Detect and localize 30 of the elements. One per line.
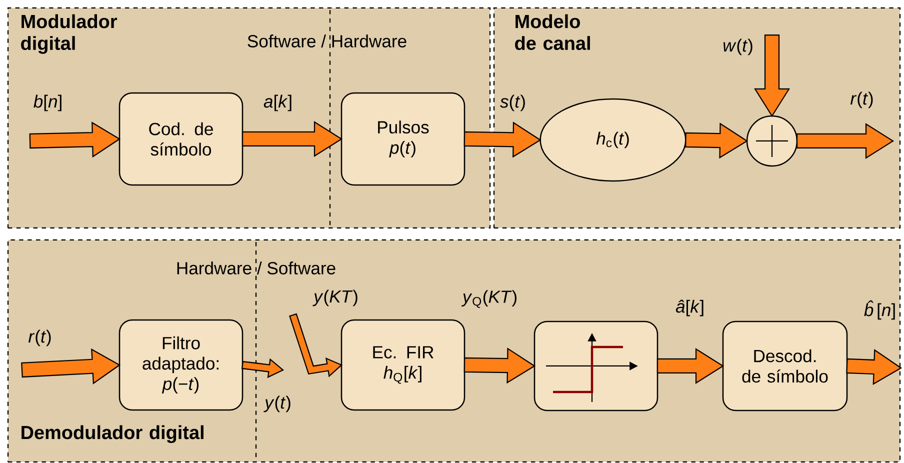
quantizer-box — [534, 320, 658, 412]
block-arrow — [242, 120, 343, 158]
signal-label: w(t) — [723, 38, 752, 56]
block-arrow — [464, 122, 542, 158]
signal-label: s(t) — [500, 94, 525, 112]
summing-junction — [746, 115, 798, 167]
signal-label: â[k] — [676, 300, 704, 316]
signal-label: r(t) — [850, 92, 873, 108]
process-box: Pulsos p(t) — [340, 92, 466, 186]
signal-label: y$_{Q}$(KT) — [461, 290, 516, 308]
signal-label: y(t) — [264, 396, 290, 412]
block-arrow — [464, 348, 536, 384]
process-box: Cod. de símbolo — [118, 92, 244, 186]
block-arrow — [754, 34, 790, 118]
block-arrow — [846, 348, 902, 385]
signal-label: y(KT) — [312, 290, 358, 306]
block-arrow — [21, 348, 121, 384]
block-arrow — [796, 122, 894, 160]
divider-label: Software / Hardware — [248, 34, 406, 48]
signal-label: a[k] — [264, 94, 292, 112]
block-arrow — [685, 122, 748, 159]
process-box: Descod. de símbolo — [722, 320, 848, 412]
signal-label: r(t) — [28, 330, 51, 346]
process-box: Ec. FIR h$_{Q}$[k] — [340, 319, 466, 411]
signal-label: b[n] — [34, 94, 62, 112]
signal-label: b̂[n] — [864, 300, 895, 320]
block-arrow — [656, 348, 724, 384]
divider-label: Hardware / Software — [177, 262, 336, 274]
process-box: Filtro adaptado: p(−t) — [118, 319, 244, 411]
block-arrow — [29, 122, 121, 158]
